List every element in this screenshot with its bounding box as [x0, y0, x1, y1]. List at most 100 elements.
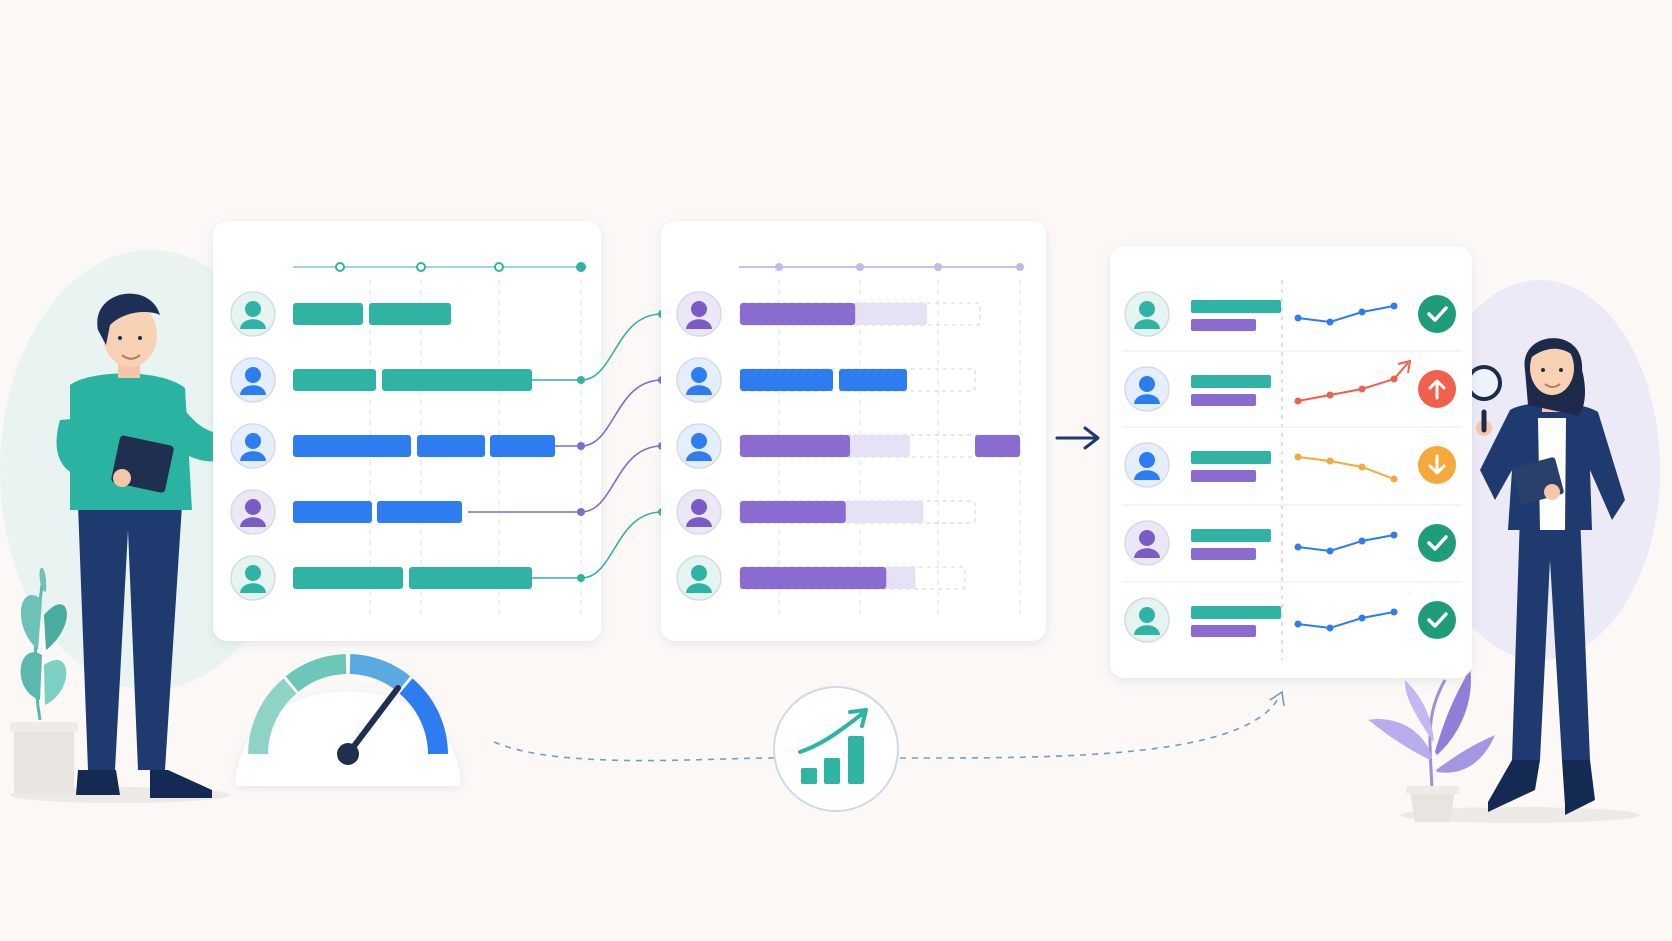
trend-point	[1294, 397, 1302, 405]
connector-line	[468, 445, 663, 513]
progress-fill	[740, 567, 887, 589]
check-circle-icon	[1418, 295, 1456, 333]
progress-fill	[740, 369, 833, 391]
trend-point	[1326, 547, 1334, 555]
plan-bar	[490, 435, 555, 457]
trend-point	[1358, 308, 1366, 316]
trend-point	[1390, 608, 1398, 616]
connector-line	[555, 379, 663, 447]
connector-dot	[577, 574, 585, 582]
progress-fill	[740, 501, 846, 523]
plan-bar	[293, 303, 363, 325]
timeline-tick	[1016, 263, 1024, 271]
dependency-connectors	[468, 310, 666, 582]
trend-point	[1326, 457, 1334, 465]
trend-point	[1294, 453, 1302, 461]
progress-fill	[740, 303, 856, 325]
trend-point	[1390, 475, 1398, 483]
result-bar-secondary	[1191, 394, 1256, 406]
arrow-up-circle-icon	[1418, 370, 1456, 408]
floor-shadow-right	[1400, 807, 1640, 823]
plan-bar	[293, 369, 376, 391]
timeline-tick	[775, 263, 783, 271]
plan-bar	[293, 567, 403, 589]
timeline-tick	[576, 262, 586, 272]
result-bar-secondary	[1191, 319, 1256, 331]
trend-point	[1390, 302, 1398, 310]
result-bar-secondary	[1191, 625, 1256, 637]
connector-line	[532, 313, 663, 381]
progress-fill	[740, 435, 850, 457]
timeline-tick	[856, 263, 864, 271]
person-avatar-icon	[676, 291, 722, 337]
magnifier-icon	[1466, 365, 1502, 401]
person-avatar-icon	[230, 555, 276, 601]
result-bar-secondary	[1191, 470, 1256, 482]
trend-point	[1294, 543, 1302, 551]
timeline-tick	[494, 262, 504, 272]
trend-point	[1294, 314, 1302, 322]
connector-line	[532, 511, 663, 579]
person-avatar-icon	[676, 423, 722, 469]
plan-bar	[293, 501, 372, 523]
man-illustration	[56, 293, 285, 798]
plan-bar	[382, 369, 532, 391]
trend-point	[1390, 531, 1398, 539]
result-bar-secondary	[1191, 548, 1256, 560]
plan-bar	[293, 435, 411, 457]
results-panel	[1110, 246, 1472, 678]
plan-bar	[377, 501, 462, 523]
connector-dot	[577, 376, 585, 384]
person-avatar-icon	[1124, 291, 1170, 337]
person-avatar-icon	[1124, 366, 1170, 412]
woman-illustration	[1466, 338, 1625, 815]
plan-bar	[417, 435, 485, 457]
person-avatar-icon	[676, 357, 722, 403]
flow-path-left	[493, 741, 776, 762]
result-bar-primary	[1191, 606, 1281, 619]
plan-panel	[213, 221, 601, 641]
trend-line	[1297, 611, 1395, 630]
trend-line	[1297, 305, 1395, 324]
trend-point	[1358, 385, 1366, 393]
right-arrow-icon	[1055, 426, 1100, 450]
trend-point	[1358, 614, 1366, 622]
person-avatar-icon	[230, 489, 276, 535]
person-avatar-icon	[230, 357, 276, 403]
trend-arrowhead	[1397, 359, 1412, 374]
progress-panel	[661, 221, 1046, 641]
trend-point	[1326, 391, 1334, 399]
plant-left-icon	[10, 567, 78, 793]
person-avatar-icon	[676, 489, 722, 535]
check-circle-icon	[1418, 524, 1456, 562]
trend-point	[1358, 537, 1366, 545]
timeline-tick	[416, 262, 426, 272]
trend-line	[1297, 534, 1395, 553]
person-avatar-icon	[230, 423, 276, 469]
arrow-down-circle-icon	[1418, 446, 1456, 484]
trend-point	[1390, 375, 1398, 383]
check-circle-icon	[1418, 601, 1456, 639]
trend-point	[1326, 318, 1334, 326]
growth-chart-icon	[773, 686, 899, 812]
result-bar-primary	[1191, 300, 1281, 313]
trend-point	[1326, 624, 1334, 632]
plant-right-icon	[1368, 668, 1495, 822]
connector-dot	[577, 442, 585, 450]
trend-point	[1294, 620, 1302, 628]
person-avatar-icon	[1124, 442, 1170, 488]
person-avatar-icon	[230, 291, 276, 337]
result-bar-primary	[1191, 375, 1271, 388]
result-bar-primary	[1191, 529, 1271, 542]
progress-fill	[975, 435, 1020, 457]
trend-point	[1358, 463, 1366, 471]
timeline-tick	[934, 263, 942, 271]
speedometer-gauge-icon	[236, 654, 460, 786]
flow-path-right	[899, 694, 1281, 759]
person-avatar-icon	[1124, 597, 1170, 643]
timeline-tick	[335, 262, 345, 272]
progress-fill	[839, 369, 907, 391]
plan-bar	[409, 567, 532, 589]
person-avatar-icon	[676, 555, 722, 601]
